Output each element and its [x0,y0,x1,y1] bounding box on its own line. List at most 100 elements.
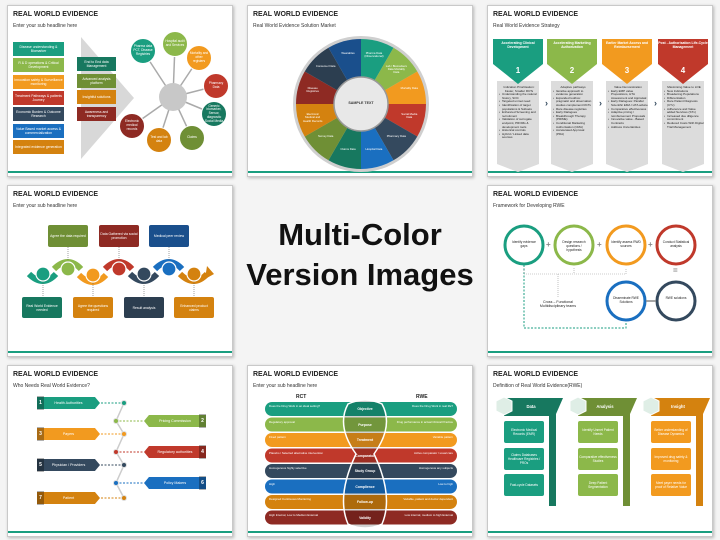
pills-icon [186,266,202,282]
step-box: Result analysis [124,297,164,318]
capability-box: Awareness and transparency [77,106,116,121]
group-header: Analysis [596,404,614,409]
folder-icon [35,266,51,282]
definition-item: Deep Patient Segmentation [578,474,618,496]
slide-thumbnail[interactable]: REAL WORLD EVIDENCE Framework for Develop… [487,185,713,357]
bullet-item: Adherence and Value added Services (STx) [664,107,704,115]
group-header: Insight [671,404,685,409]
slide-title: REAL WORLD EVIDENCE [493,191,579,198]
rwe-value: Does the Drug Work in real life? [412,404,453,408]
capability-box: Insightful solutions [77,90,116,104]
slide-bottom-bar [488,531,712,533]
rwe-value: Drug performance in actual Clinical Prac… [396,419,453,424]
hexagon-icon [642,396,660,416]
plus-sign: + [546,240,551,249]
chevron-right-icon: › [545,98,548,108]
rct-value: Placebo / Selected alternative intervent… [269,450,323,455]
slide-title: REAL WORLD EVIDENCE [13,191,99,198]
stakeholder-tag: Pricing Commission [144,415,206,427]
bullet-item: Adaptive pricing / reimbursement Proposa… [608,110,648,118]
wheel-hub-label: SAMPLE TEXT [348,101,374,105]
comparison-criterion: Study Group [354,469,376,473]
bullet-item: Understanding the natural history, SOC [499,92,539,100]
wheel-segment-label: Survey Data [317,134,334,139]
definition-item: Improved drug safety & monitoring [651,447,691,470]
bullet-item: Innovative value - Based Contracts [608,117,648,125]
bullet-item: Conditional Marketing Authorisation (CMA… [553,121,593,129]
data-source-circle: Electronic medical records [119,113,145,139]
framework-circle [655,224,697,266]
column-number: 3 [624,66,630,75]
data-source-circle: Test and lab data [146,127,172,153]
column-header-arrow [658,39,708,84]
comparison-criterion: Treatment [356,438,374,442]
slide-title: REAL WORLD EVIDENCE [253,11,339,18]
comparison-row-bar [265,402,457,416]
slide-thumbnail[interactable]: REAL WORLD EVIDENCE Who Needs Real World … [7,365,233,537]
bullet-item: Iterative approach to evidence generatio… [553,89,593,97]
team-dotted-connector [523,268,627,298]
bullet-item: Early Dialogues: Parallel Scientific EMA… [608,100,648,107]
zigzag-node [113,449,119,455]
rwe-value: Variable pattern [432,435,453,439]
stakeholder-number: 2 [199,414,206,428]
slide-bottom-bar [248,531,472,533]
step-box: Agree the questions required [73,297,113,318]
group-header: Data [526,404,536,409]
slide-bottom-bar [488,171,712,173]
rct-value: High Internal, Low to Medium External [269,512,319,517]
rwe-heading: RWE [416,394,428,400]
stakeholder-tag: Policy Makers [144,477,206,489]
wheel-segment-label: Lab / Biomarkers Data Mortality Data [385,63,407,75]
comparison-row-bar [265,433,457,447]
twitter-icon [111,261,127,277]
wheel-segment-label: Disease Registries [306,86,319,94]
caption-line-1: Multi-Color [278,217,442,252]
zigzag-node [121,495,127,501]
bullet-item: Early EMP value Propositions, HTA Assess… [608,89,648,101]
framework-step-label: RWE solutions [665,296,687,300]
wheel-segment-label: Wearables [341,50,355,55]
data-source-circle: Pharma data PCT, Disease Registries [130,38,156,64]
step-box: Data Gathered via social promotion [99,225,139,247]
focus-area-box: R & D operations & Critical Development [13,58,64,73]
wheel-segment-label: Claims Data [340,147,356,152]
slide-title: REAL WORLD EVIDENCE [493,371,579,378]
slide-subtitle: Enter your sub headline here [13,23,78,29]
stakeholder-tag: Payers [37,428,100,440]
focus-area-box: Disease understanding & Biomarker [13,42,64,56]
plus-sign: + [597,240,602,249]
comparison-criterion: Comparator [355,453,375,458]
chart-icon [136,266,152,282]
slide-subtitle: Framework for Developing RWE [493,203,565,209]
zigzag-node [113,418,119,424]
comparison-row-bar [265,417,457,432]
zigzag-node [113,480,119,486]
zigzag-node [121,400,127,406]
slide-title: REAL WORLD EVIDENCE [13,371,99,378]
bullet-item: Expanded toolbox: pragmatic and observat… [553,96,593,108]
slide-graphic [265,399,457,529]
stakeholder-tag: Health Authorities [37,397,100,409]
doctor-icon [161,261,177,277]
feedback-dashed-arrow [523,265,627,329]
step-box: Enhanced product claims [174,297,214,318]
focus-area-box: Integrated evidence generation [13,139,64,154]
column-lead: Value Demonstration [614,85,642,89]
framework-circle [605,280,647,322]
rct-value: High [269,481,275,486]
slide-subtitle: Who Needs Real World Evidence? [13,383,90,389]
slide-bottom-bar [8,351,232,353]
definition-item: Comparative effectiveness Studies [578,447,618,470]
wheel-segment-label: Electronic Medical and Health Records [303,111,323,123]
rct-value: Fixed pattern [269,435,286,439]
data-source-circle: Hospital audit and Services [162,31,188,57]
stakeholder-number: 7 [37,491,44,505]
